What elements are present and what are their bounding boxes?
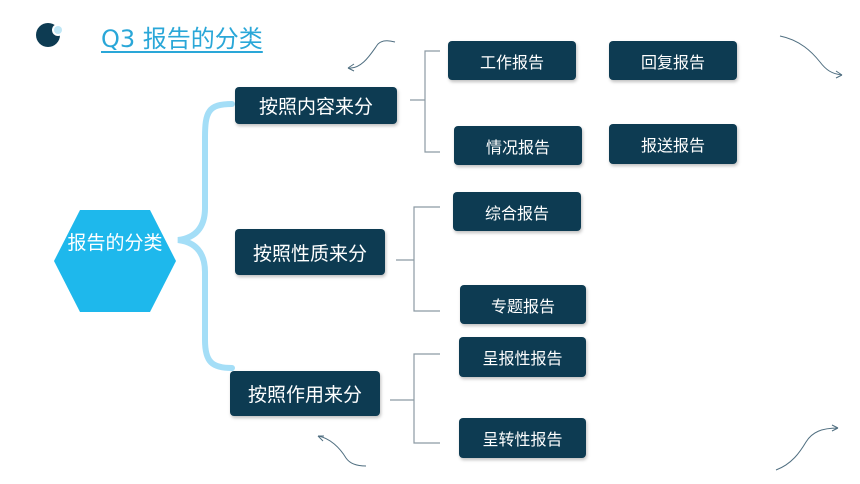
leaf-reply-report: 回复报告	[609, 41, 737, 80]
leaf-forwarded-report: 呈转性报告	[459, 418, 586, 458]
category-nature: 按照性质来分	[235, 229, 385, 275]
leaf-submission-report: 报送报告	[609, 124, 737, 164]
leaf-label: 专题报告	[490, 296, 555, 316]
main-brace	[177, 101, 235, 371]
category-function: 按照作用来分	[230, 371, 380, 416]
leaf-label: 报送报告	[640, 136, 705, 155]
category-nature-label: 按照性质来分	[252, 242, 367, 265]
leaf-label: 回复报告	[640, 52, 705, 72]
page-title: Q3 报告的分类	[101, 25, 263, 53]
root-label: 报告的分类	[67, 232, 163, 254]
root-hexagon	[54, 210, 176, 312]
leaf-label: 呈转性报告	[482, 430, 563, 449]
leaf-submitted-report: 呈报性报告	[459, 337, 586, 377]
category-function-label: 按照作用来分	[247, 384, 362, 406]
bracket-function	[390, 353, 440, 444]
category-content: 按照内容来分	[235, 87, 397, 124]
bracket-nature	[396, 206, 440, 312]
leaf-special-report: 专题报告	[460, 285, 586, 324]
decor-arrows	[317, 35, 843, 471]
leaf-comprehensive-report: 综合报告	[453, 192, 581, 231]
leaf-label: 呈报性报告	[482, 349, 563, 368]
logo-icon	[36, 23, 64, 47]
leaf-situation-report: 情况报告	[454, 126, 582, 165]
leaf-label: 综合报告	[484, 203, 549, 223]
leaf-work-report: 工作报告	[448, 41, 576, 80]
category-content-label: 按照内容来分	[258, 96, 373, 118]
bracket-content	[410, 50, 440, 153]
leaf-label: 情况报告	[485, 137, 550, 157]
leaf-label: 工作报告	[479, 52, 544, 72]
